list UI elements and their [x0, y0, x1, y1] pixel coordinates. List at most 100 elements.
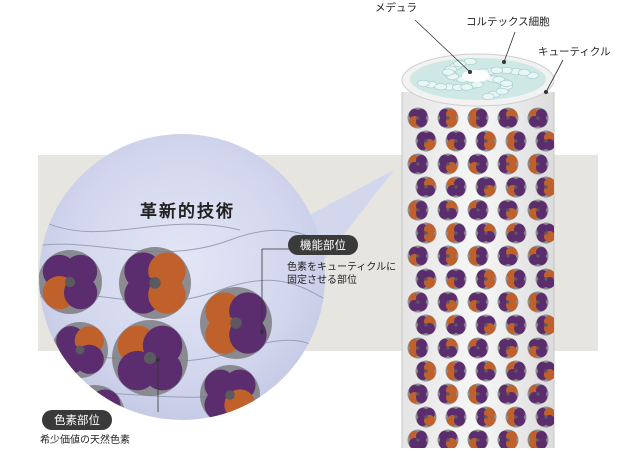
molecule-core: [476, 346, 480, 350]
hair-molecule: [475, 268, 497, 290]
zoom-molecule: [112, 320, 188, 396]
hair-molecule: [415, 360, 437, 382]
molecule-core: [506, 254, 510, 258]
hair-molecule: [505, 314, 527, 336]
molecule-core: [514, 323, 518, 327]
hair-strand: [401, 53, 555, 448]
cortex-cell: [463, 57, 477, 65]
molecule-core: [476, 438, 480, 442]
hair-molecule: [527, 199, 549, 221]
molecule-core: [544, 231, 548, 235]
hair-molecule: [497, 383, 519, 405]
molecule-core: [454, 231, 458, 235]
molecule-core: [454, 369, 458, 373]
molecule-core: [416, 116, 420, 120]
molecule-core: [506, 438, 510, 442]
hair-molecule: [445, 268, 467, 290]
molecule-core: [544, 139, 548, 143]
hair-molecule: [527, 291, 549, 313]
cortex-cell: [417, 79, 430, 87]
molecule-core: [424, 231, 428, 235]
hair-molecule: [445, 130, 467, 152]
hair-molecule: [497, 153, 519, 175]
cortex-dot: [502, 60, 506, 64]
molecule-core: [416, 300, 420, 304]
hair-molecule: [467, 153, 489, 175]
hair-molecule: [475, 314, 497, 336]
zoom-molecule: [200, 287, 272, 359]
hair-molecule: [467, 429, 489, 448]
molecule-core: [454, 185, 458, 189]
hair-molecule: [407, 107, 429, 129]
molecule-core: [536, 346, 540, 350]
hair-molecule: [505, 360, 527, 382]
hair-molecule: [415, 406, 437, 428]
molecule-core: [446, 300, 450, 304]
hair-molecule: [467, 337, 489, 359]
molecule-core: [484, 323, 488, 327]
function-part-badge: 機能部位: [288, 235, 358, 255]
hair-molecule: [497, 429, 519, 448]
molecule-core: [75, 345, 85, 355]
molecule-core: [446, 116, 450, 120]
hair-molecule: [445, 176, 467, 198]
hair-molecule: [497, 291, 519, 313]
hair-molecule: [475, 360, 497, 382]
hair-molecule: [407, 383, 429, 405]
molecule-core: [506, 208, 510, 212]
molecule-core: [544, 415, 548, 419]
hair-molecule: [445, 360, 467, 382]
molecule-core: [514, 277, 518, 281]
function-dot: [259, 329, 265, 335]
medulla-dot: [468, 70, 472, 74]
molecule-core: [416, 392, 420, 396]
hair-molecule: [497, 199, 519, 221]
hair-molecule: [467, 199, 489, 221]
hair-molecule: [535, 222, 554, 244]
hair-molecule: [437, 291, 459, 313]
zoom-molecule: [52, 322, 108, 378]
hair-molecule: [437, 245, 459, 267]
hair-molecule: [415, 130, 437, 152]
hair-molecule: [467, 107, 489, 129]
hair-molecule: [415, 222, 437, 244]
hair-molecule: [535, 268, 554, 290]
hair-molecule: [497, 245, 519, 267]
hair-molecule: [505, 222, 527, 244]
molecule-core: [143, 351, 157, 365]
hair-molecule: [415, 268, 437, 290]
hair-molecule: [505, 176, 527, 198]
molecule-core: [484, 277, 488, 281]
hair-molecule: [407, 337, 429, 359]
zoom-molecule: [119, 247, 191, 319]
cuticle-leader: [545, 59, 564, 93]
molecule-core: [424, 139, 428, 143]
cortex-cell: [495, 88, 509, 96]
hair-molecule: [535, 314, 554, 336]
hair-molecule: [535, 360, 554, 382]
hair-molecule: [535, 130, 554, 152]
molecule-core: [424, 415, 428, 419]
molecule-core: [514, 185, 518, 189]
hair-molecule: [437, 429, 459, 448]
hair-molecule: [527, 337, 549, 359]
molecule-core: [536, 438, 540, 442]
molecule-core: [416, 346, 420, 350]
molecule-core: [424, 369, 428, 373]
hair-molecule: [445, 222, 467, 244]
cortex-cell: [434, 83, 448, 91]
hair-molecule: [475, 406, 497, 428]
hair-molecule: [497, 107, 519, 129]
hair-molecule: [475, 176, 497, 198]
hair-molecule: [407, 245, 429, 267]
label-medulla: メデュラ: [375, 2, 417, 14]
medulla-core: [462, 70, 490, 82]
hair-molecule: [415, 314, 437, 336]
hair-molecule: [407, 291, 429, 313]
molecule-core: [476, 116, 480, 120]
cuticle-dot: [544, 90, 548, 94]
cortex-leader: [503, 31, 516, 63]
hair-molecule: [475, 130, 497, 152]
